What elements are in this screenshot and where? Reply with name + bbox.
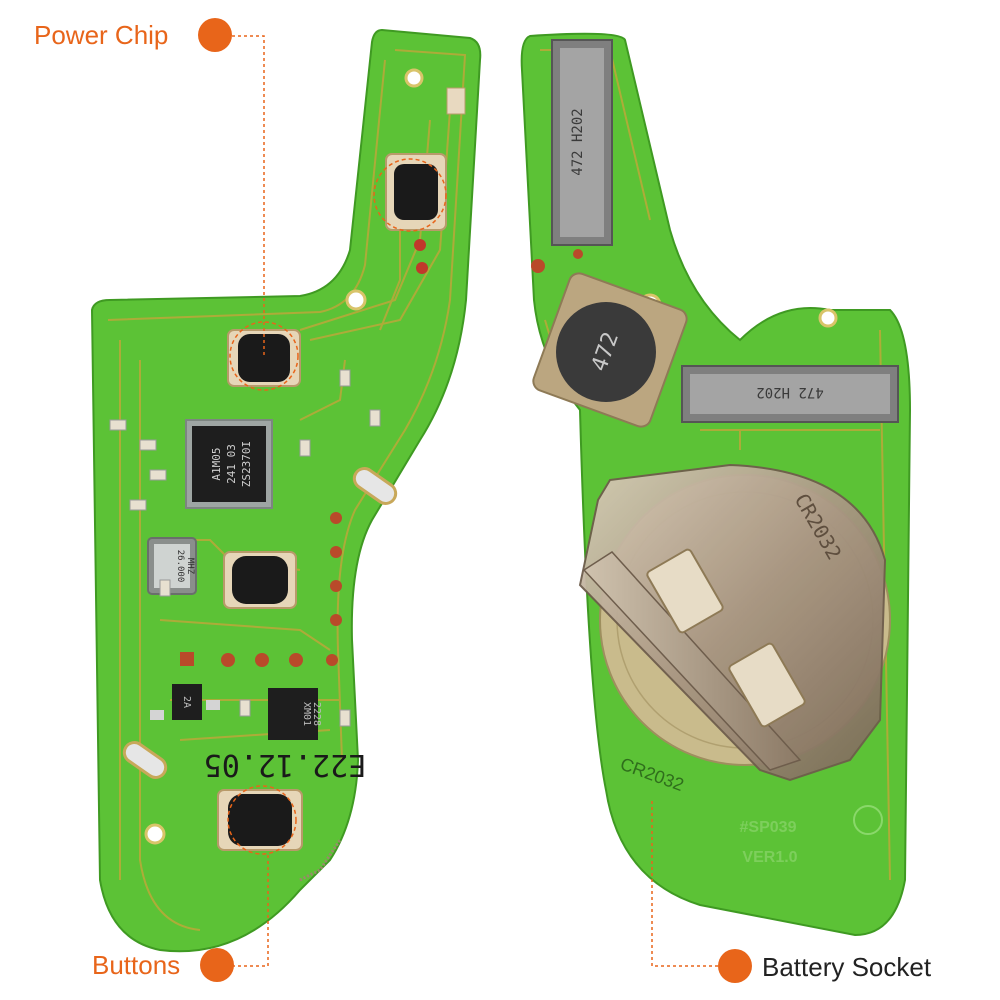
resistors bbox=[109, 369, 381, 727]
button-middle-top bbox=[227, 321, 301, 391]
small-chip-text-1: XM01 bbox=[301, 702, 312, 726]
date-code: E22.12.05 bbox=[204, 747, 367, 782]
left-pcb: A1M05 241 03 ZS2370I 26.000 MHZ bbox=[90, 28, 482, 953]
button-top bbox=[373, 153, 447, 232]
transistor: 2A bbox=[150, 684, 220, 720]
battery-socket-callout-label: Battery Socket bbox=[762, 952, 932, 982]
buttons-leader bbox=[232, 854, 269, 967]
board-version: VER1.0 bbox=[742, 849, 797, 866]
button-bottom bbox=[217, 785, 303, 855]
crystal-oscillator: 26.000 MHZ bbox=[147, 537, 197, 595]
left-pcb-outline bbox=[90, 28, 482, 953]
main-chip-line-3: ZS2370I bbox=[240, 441, 253, 487]
mount-hole bbox=[345, 289, 367, 311]
connector-side-text: 472 H202 bbox=[756, 384, 823, 400]
crystal-text-2: MHZ bbox=[185, 558, 195, 575]
main-chip-line-2: 241 03 bbox=[225, 444, 238, 484]
power-chip-callout-dot bbox=[198, 18, 232, 52]
small-chip: XM01 2228 bbox=[268, 688, 322, 740]
main-chip: A1M05 241 03 ZS2370I bbox=[185, 419, 273, 509]
battery-socket: CR2032 bbox=[578, 463, 891, 782]
slot-pad bbox=[122, 741, 168, 779]
callout-lines bbox=[232, 35, 718, 967]
mount-hole bbox=[404, 68, 424, 88]
main-chip-line-1: A1M05 bbox=[210, 447, 223, 480]
power-chip-callout-label: Power Chip bbox=[34, 20, 169, 50]
connector-top-text: 472 H202 bbox=[570, 108, 586, 175]
battery-leader bbox=[651, 800, 718, 967]
battery-clip bbox=[578, 463, 887, 782]
buttons-callout-dot bbox=[200, 948, 234, 982]
inductor-coil: 472 bbox=[532, 272, 688, 428]
mount-hole bbox=[818, 308, 838, 328]
right-pcb: 472 H202 472 472 H202 CR2032 CR2032 #SP0… bbox=[520, 32, 912, 937]
crystal-text-1: 26.000 bbox=[175, 550, 185, 583]
certification-mark bbox=[853, 805, 883, 835]
mount-hole bbox=[144, 823, 166, 845]
led-component bbox=[446, 87, 466, 115]
transistor-text: 2A bbox=[181, 696, 192, 708]
battery-socket-callout-dot bbox=[718, 949, 752, 983]
slot-pad bbox=[352, 467, 398, 505]
board-id: #SP039 bbox=[740, 819, 797, 836]
small-chip-text-2: 2228 bbox=[311, 702, 322, 726]
button-middle-bottom bbox=[223, 551, 297, 609]
connector-side: 472 H202 bbox=[681, 365, 899, 423]
pads bbox=[180, 512, 342, 667]
buttons-callout-label: Buttons bbox=[92, 950, 181, 980]
connector-top: 472 H202 bbox=[551, 39, 613, 246]
power-chip-leader bbox=[232, 35, 265, 356]
